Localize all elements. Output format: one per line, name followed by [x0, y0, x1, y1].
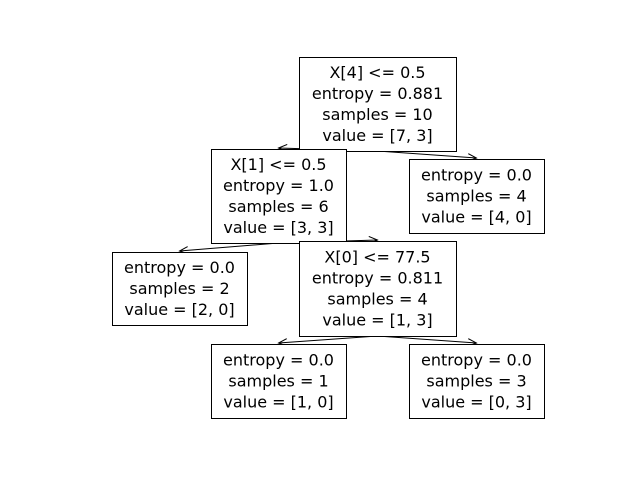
node-text-line: value = [1, 0] — [223, 393, 333, 412]
node-text-line: samples = 4 — [426, 187, 526, 206]
node-text-line: value = [2, 0] — [124, 300, 234, 319]
edge-n4-n5 — [279, 335, 378, 343]
node-box — [409, 344, 545, 419]
node-text-line: samples = 6 — [228, 197, 328, 216]
edge-n0-n2 — [377, 150, 477, 158]
node-text-line: entropy = 0.0 — [124, 258, 235, 277]
node-text-line: samples = 2 — [129, 279, 229, 298]
node-text-line: value = [0, 3] — [421, 393, 531, 412]
node-text-line: samples = 1 — [228, 372, 328, 391]
tree-node-n1: X[1] <= 0.5 entropy = 1.0 samples = 6 value… — [211, 149, 347, 244]
node-text-line: value = [4, 0] — [421, 208, 531, 227]
node-text-line: X[1] <= 0.5 — [230, 155, 326, 174]
tree-node-n6: entropy = 0.0 samples = 3 value = [0, 3] — [409, 344, 545, 419]
node-text-line: samples = 3 — [426, 372, 526, 391]
node-text-line: entropy = 0.0 — [421, 166, 532, 185]
tree-node-n2: entropy = 0.0 samples = 4 value = [4, 0] — [409, 159, 545, 234]
node-text-line: samples = 4 — [327, 290, 427, 309]
node-text-line: samples = 10 — [322, 105, 432, 124]
tree-node-n3: entropy = 0.0 samples = 2 value = [2, 0] — [112, 252, 248, 326]
nodes-layer: X[4] <= 0.5 entropy = 0.881 samples = 10 va… — [112, 57, 545, 419]
node-text-line: X[0] <= 77.5 — [324, 248, 430, 267]
node-text-line: X[4] <= 0.5 — [329, 63, 425, 82]
tree-node-n0: X[4] <= 0.5 entropy = 0.881 samples = 10 va… — [299, 57, 457, 152]
node-text-line: value = [7, 3] — [322, 126, 432, 145]
node-text-line: entropy = 0.881 — [312, 84, 443, 103]
tree-node-n5: entropy = 0.0 samples = 1 value = [1, 0] — [211, 344, 347, 419]
edge-n1-n3 — [180, 242, 279, 251]
node-box — [299, 241, 457, 337]
node-box — [409, 159, 545, 234]
node-text-line: value = [1, 3] — [322, 311, 432, 330]
node-text-line: value = [3, 3] — [223, 218, 333, 237]
node-text-line: entropy = 0.0 — [421, 351, 532, 370]
tree-node-n4: X[0] <= 77.5 entropy = 0.811 samples = 4 va… — [299, 241, 457, 337]
node-box — [211, 344, 347, 419]
node-text-line: entropy = 0.811 — [312, 269, 443, 288]
node-text-line: entropy = 1.0 — [223, 176, 334, 195]
edge-n4-n6 — [377, 335, 477, 343]
node-text-line: entropy = 0.0 — [223, 351, 334, 370]
node-box — [299, 57, 457, 152]
node-box — [211, 149, 347, 244]
node-box — [112, 252, 248, 326]
